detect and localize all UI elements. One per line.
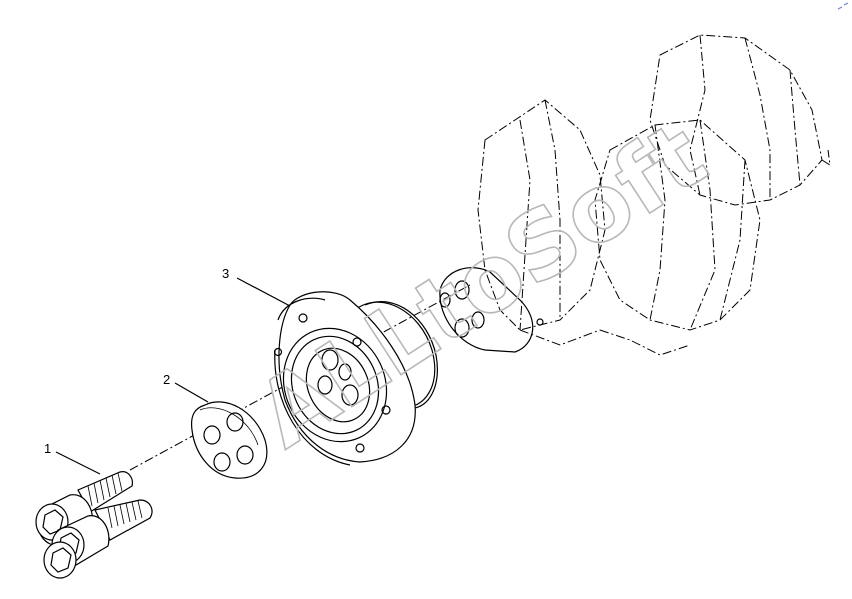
callout-2-leader xyxy=(174,382,209,403)
corner-mark xyxy=(837,2,849,10)
callout-1-leader xyxy=(55,451,101,475)
callout-2-label: 2 xyxy=(163,372,170,387)
callout-1-label: 1 xyxy=(44,441,51,456)
crankshaft-nose xyxy=(439,267,544,353)
watermark-text: ALLtoSoft xyxy=(239,101,724,468)
crankshaft-phantom xyxy=(477,34,831,356)
callout-3-leader xyxy=(236,277,291,307)
washer-plate xyxy=(190,401,268,479)
hub-flange xyxy=(273,291,438,466)
callout-3-label: 3 xyxy=(222,266,229,281)
cap-screws xyxy=(35,471,153,579)
